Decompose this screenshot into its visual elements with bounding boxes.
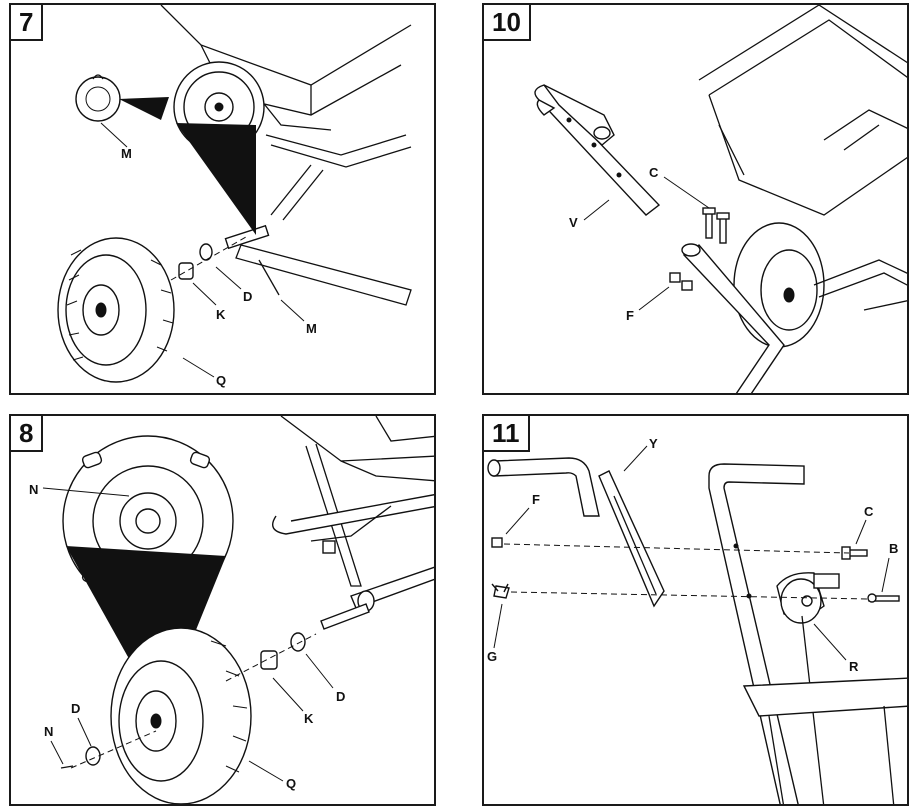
label-q: Q xyxy=(216,373,226,388)
label-k: K xyxy=(216,307,226,322)
label-r: R xyxy=(849,659,859,674)
label-f: F xyxy=(532,492,540,507)
label-y: Y xyxy=(649,436,658,451)
step-10-illustration: C V F xyxy=(534,5,907,393)
step-10-panel: 10 C V xyxy=(482,3,909,395)
label-g: G xyxy=(487,649,497,664)
label-m-top: M xyxy=(121,146,132,161)
label-v: V xyxy=(569,215,578,230)
step-7-illustration: M D K M Q xyxy=(57,5,412,388)
label-n-top: N xyxy=(29,482,38,497)
label-b: B xyxy=(889,541,898,556)
label-d: D xyxy=(243,289,252,304)
label-c: C xyxy=(649,165,659,180)
label-f: F xyxy=(626,308,634,323)
label-m-bottom: M xyxy=(306,321,317,336)
step-8-panel: 8 xyxy=(9,414,436,806)
label-k: K xyxy=(304,711,314,726)
step-8-illustration: N D K D N Q xyxy=(29,416,434,804)
label-d-right: D xyxy=(336,689,345,704)
step-7-number: 7 xyxy=(11,5,44,41)
step-11-illustration: Y F C B G R xyxy=(487,436,907,804)
label-q: Q xyxy=(286,776,296,791)
step-10-number: 10 xyxy=(484,5,531,41)
step-7-panel: 7 M xyxy=(9,3,436,395)
label-n-left: N xyxy=(44,724,53,739)
label-d-left: D xyxy=(71,701,80,716)
step-11-number: 11 xyxy=(484,416,530,452)
label-c: C xyxy=(864,504,874,519)
step-8-number: 8 xyxy=(11,416,44,452)
step-11-panel: 11 Y F C xyxy=(482,414,909,806)
